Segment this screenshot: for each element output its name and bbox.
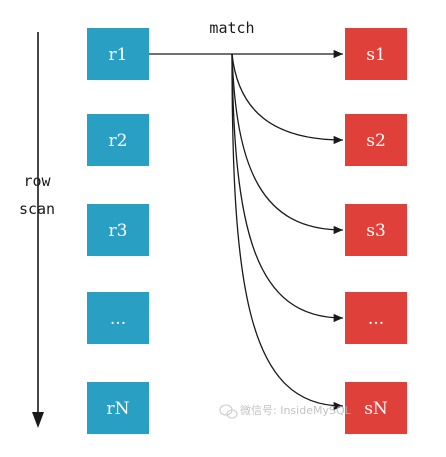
- s-box-3-label: s3: [366, 221, 386, 241]
- wechat-icon: [219, 404, 238, 419]
- match-label: match: [209, 19, 254, 37]
- r-box-n: rN: [87, 382, 149, 434]
- r-box-1: r1: [87, 28, 149, 80]
- r-box-1-label: r1: [109, 45, 128, 65]
- s-box-2: s2: [345, 114, 407, 166]
- s-box-n: sN: [345, 382, 407, 434]
- row-scan-label-line1: row: [23, 172, 51, 190]
- watermark: 微信号: InsideMySQL: [219, 403, 352, 419]
- r-box-4: ...: [87, 292, 149, 344]
- r-box-3-label: r3: [109, 221, 128, 241]
- r-box-3: r3: [87, 204, 149, 256]
- s-box-3: s3: [345, 204, 407, 256]
- match-arrows: [149, 49, 344, 411]
- r-box-4-label: ...: [110, 309, 126, 329]
- row-scan-label-line2: scan: [19, 200, 55, 218]
- s-box-2-label: s2: [366, 131, 386, 151]
- match-arrow-sn: [231, 53, 344, 411]
- s-box-4-label: ...: [368, 309, 384, 329]
- r-box-n-label: rN: [106, 399, 129, 419]
- s-box-n-label: sN: [364, 399, 388, 419]
- s-box-1: s1: [345, 28, 407, 80]
- match-arrow-s4: [231, 53, 344, 323]
- r-column: r1 r2 r3 ... rN: [87, 28, 149, 434]
- r-box-2: r2: [87, 114, 149, 166]
- r-box-2-label: r2: [109, 131, 128, 151]
- s-column: s1 s2 s3 ... sN: [345, 28, 407, 434]
- s-box-4: ...: [345, 292, 407, 344]
- match-arrow-s2: [231, 53, 344, 145]
- watermark-text: 微信号: InsideMySQL: [240, 403, 352, 417]
- row-scan-arrow: [32, 32, 44, 428]
- s-box-1-label: s1: [366, 45, 386, 65]
- row-scan-arrowhead: [32, 412, 44, 428]
- match-arrow-s3: [231, 53, 344, 235]
